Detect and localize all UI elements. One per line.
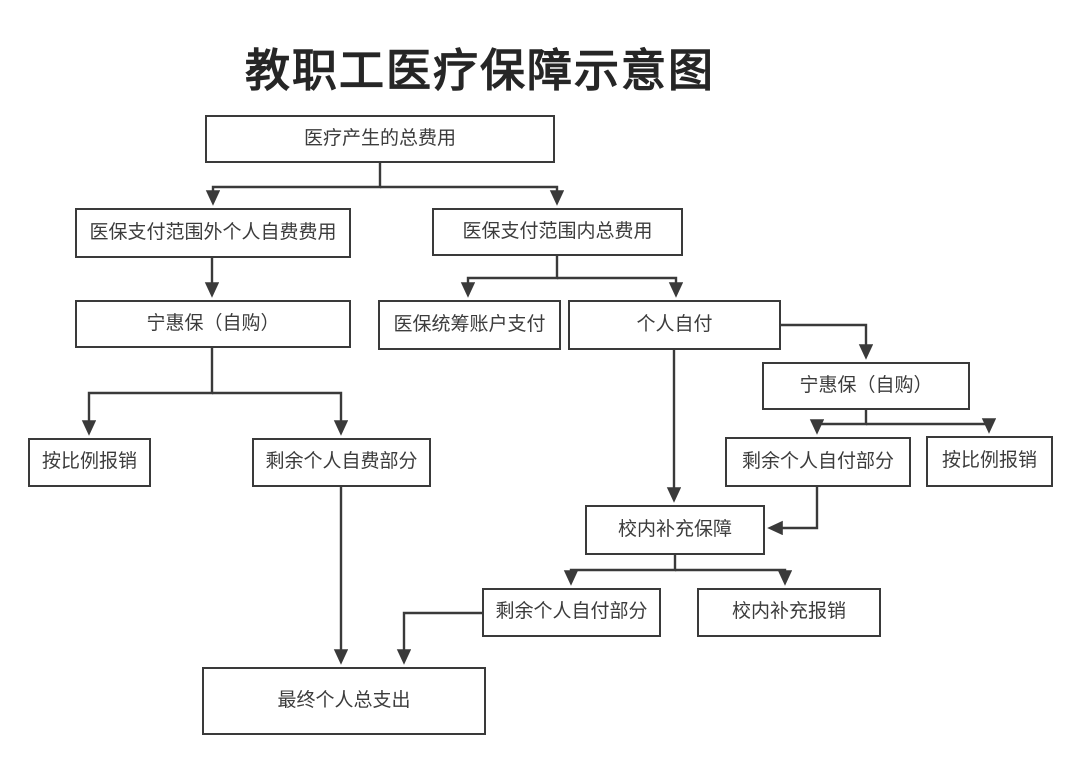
node-school-supplementary-security: 校内补充保障 [585,505,765,555]
node-proportional-reimbursement-right: 按比例报销 [926,436,1053,487]
node-proportional-reimbursement-left: 按比例报销 [28,438,151,487]
node-remaining-self-funded-portion: 剩余个人自费部分 [252,438,431,487]
node-final-personal-total-expense: 最终个人总支出 [202,667,486,735]
node-ninghuibao-left: 宁惠保（自购） [75,300,351,348]
node-outside-scope-self-funded-cost: 医保支付范围外个人自费费用 [75,208,351,258]
diagram-title: 教职工医疗保障示意图 [244,45,715,96]
node-personal-self-pay: 个人自付 [568,300,781,350]
node-total-medical-cost: 医疗产生的总费用 [205,115,555,163]
node-remaining-self-pay-portion-bottom: 剩余个人自付部分 [482,588,661,637]
node-inside-scope-total-cost: 医保支付范围内总费用 [432,208,683,256]
node-school-supplementary-reimbursement: 校内补充报销 [697,588,881,637]
node-pooled-account-payment: 医保统筹账户支付 [378,300,561,350]
node-ninghuibao-right: 宁惠保（自购） [762,362,970,410]
node-remaining-self-pay-portion-right: 剩余个人自付部分 [725,437,911,487]
